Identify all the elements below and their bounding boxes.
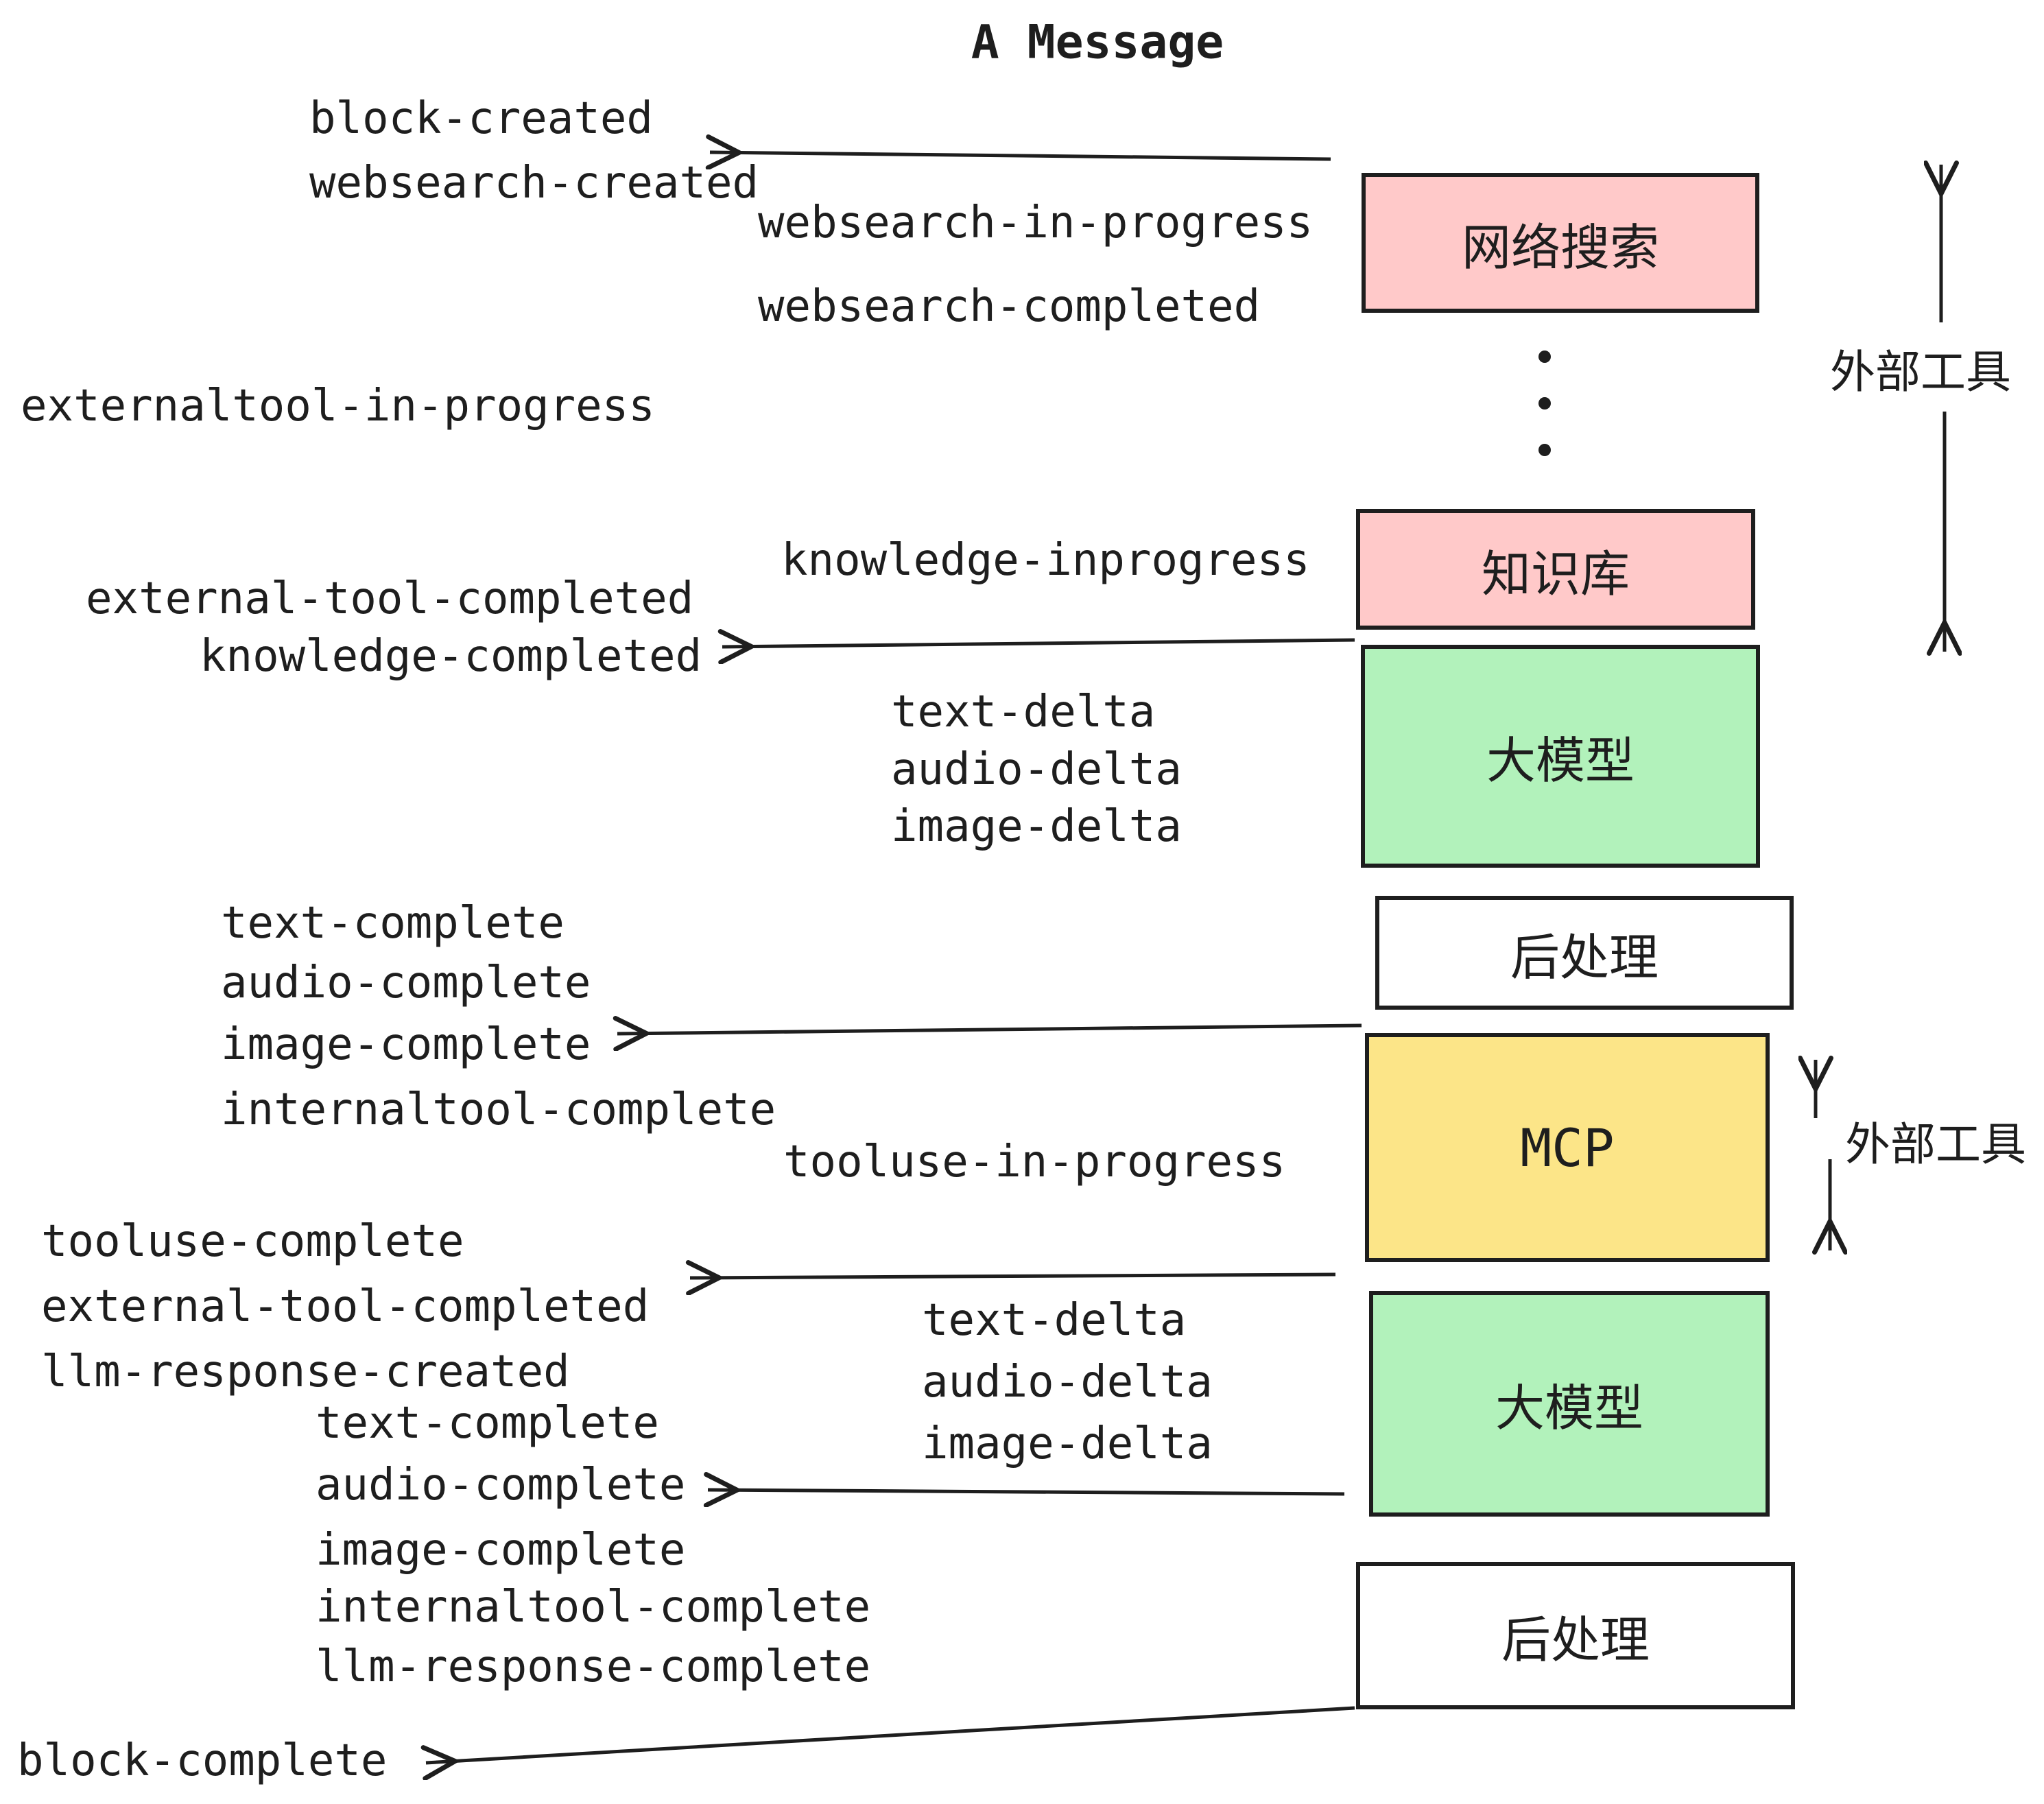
arrow-to-block-created	[710, 152, 1331, 159]
event-websearch-in-progress: websearch-in-progress	[758, 198, 1314, 248]
event-tooluse-in-progress: tooluse-in-progress	[783, 1137, 1286, 1187]
websearch-box-label: 网络搜索	[1461, 220, 1659, 276]
event-text-complete-2: text-complete	[316, 1398, 659, 1449]
postprocess-box-1-label: 后处理	[1510, 930, 1659, 986]
event-externaltool-in-progress: externaltool-in-progress	[21, 381, 655, 431]
llm-box-1: 大模型	[1361, 645, 1760, 868]
event-external-tool-completed-2: external-tool-completed	[41, 1281, 650, 1332]
external-tools-annotation-bottom: 外部工具	[1845, 1119, 2026, 1170]
websearch-box: 网络搜索	[1362, 173, 1759, 313]
event-llm-response-complete: llm-response-complete	[316, 1641, 871, 1692]
event-audio-delta-2: audio-delta	[922, 1357, 1213, 1408]
event-internaltool-complete-2: internaltool-complete	[316, 1582, 871, 1633]
arrow-to-knowledge-completed	[722, 640, 1355, 647]
event-block-complete: block-complete	[17, 1735, 388, 1786]
event-audio-delta-1: audio-delta	[891, 744, 1182, 795]
knowledge-base-box: 知识库	[1356, 509, 1755, 630]
event-websearch-created: websearch-created	[309, 158, 759, 209]
mcp-box-label: MCP	[1520, 1117, 1615, 1178]
event-tooluse-complete: tooluse-complete	[41, 1216, 464, 1267]
event-text-delta-2: text-delta	[922, 1295, 1187, 1346]
event-audio-complete-2: audio-complete	[316, 1460, 686, 1510]
postprocess-box-2-label: 后处理	[1501, 1613, 1650, 1668]
arrow-to-tooluse-complete	[690, 1274, 1336, 1278]
event-text-complete-1: text-complete	[221, 898, 565, 949]
postprocess-box-1: 后处理	[1375, 896, 1794, 1010]
event-image-complete-1: image-complete	[221, 1019, 591, 1070]
event-llm-response-created: llm-response-created	[41, 1346, 570, 1397]
external-tools-annotation-top: 外部工具	[1830, 346, 2011, 397]
event-knowledge-inprogress: knowledge-inprogress	[781, 535, 1310, 586]
arrow-to-image-complete	[617, 1025, 1362, 1034]
event-image-delta-2: image-delta	[922, 1419, 1213, 1469]
event-external-tool-completed-1: external-tool-completed	[86, 573, 694, 624]
event-image-complete-2: image-complete	[316, 1525, 686, 1576]
ellipsis-dots-icon	[1538, 351, 1551, 456]
event-websearch-completed: websearch-completed	[758, 281, 1261, 332]
llm-box-1-label: 大模型	[1486, 734, 1635, 789]
event-knowledge-completed: knowledge-completed	[200, 631, 702, 682]
mcp-box: MCP	[1365, 1033, 1770, 1262]
llm-box-2: 大模型	[1369, 1291, 1770, 1517]
llm-box-2-label: 大模型	[1495, 1381, 1643, 1436]
arrow-to-audio-complete	[708, 1490, 1345, 1494]
postprocess-box-2: 后处理	[1356, 1562, 1795, 1709]
event-image-delta-1: image-delta	[891, 801, 1182, 852]
event-internaltool-complete-1: internaltool-complete	[221, 1084, 776, 1135]
event-block-created: block-created	[309, 93, 653, 144]
knowledge-base-box-label: 知识库	[1481, 547, 1630, 602]
event-text-delta-1: text-delta	[891, 687, 1156, 737]
arrow-to-block-complete	[426, 1706, 1355, 1763]
event-audio-complete-1: audio-complete	[221, 958, 591, 1008]
diagram-title: A Message	[971, 15, 1224, 70]
